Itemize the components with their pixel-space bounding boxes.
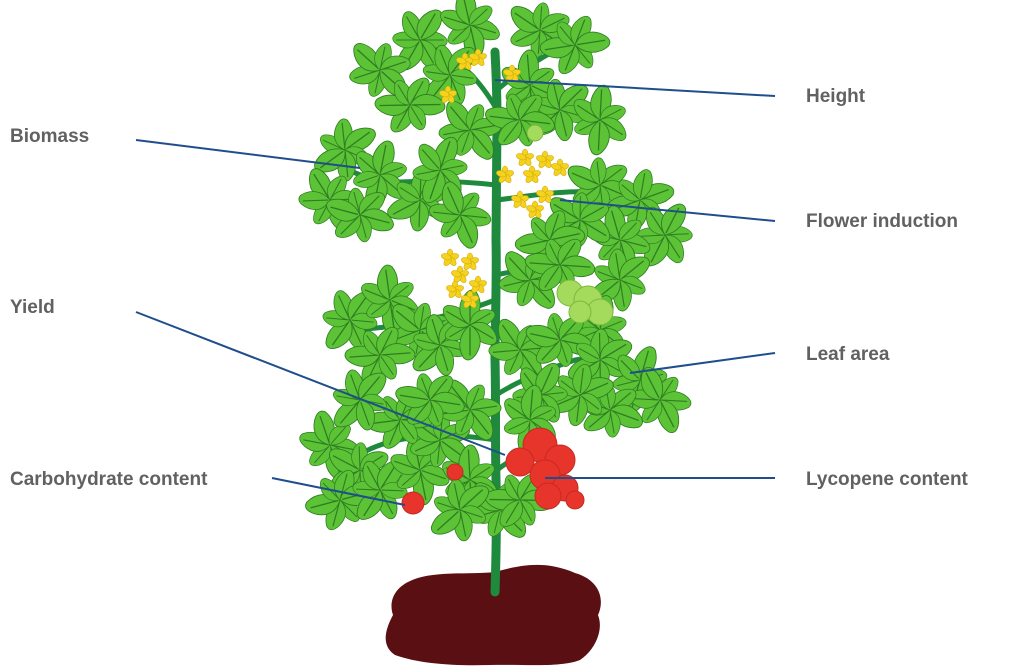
flower [441,249,460,267]
red-tomato [535,483,561,509]
label-flower-induction: Flower induction [806,211,958,233]
flower [526,201,545,219]
red-tomato [447,464,463,480]
label-height: Height [806,86,865,108]
red-tomato [566,491,584,509]
green-tomato [527,125,543,141]
label-biomass: Biomass [10,126,89,148]
red-tomato [402,492,424,514]
label-yield: Yield [10,297,55,319]
label-lycopene-content: Lycopene content [806,469,968,491]
flower [551,159,570,177]
flower [516,149,535,167]
flower [461,253,480,271]
red-tomato [506,448,534,476]
label-leaf-area: Leaf area [806,344,889,366]
label-carbohydrate-content: Carbohydrate content [10,469,207,491]
green-tomato [569,301,591,323]
flower [523,166,542,184]
